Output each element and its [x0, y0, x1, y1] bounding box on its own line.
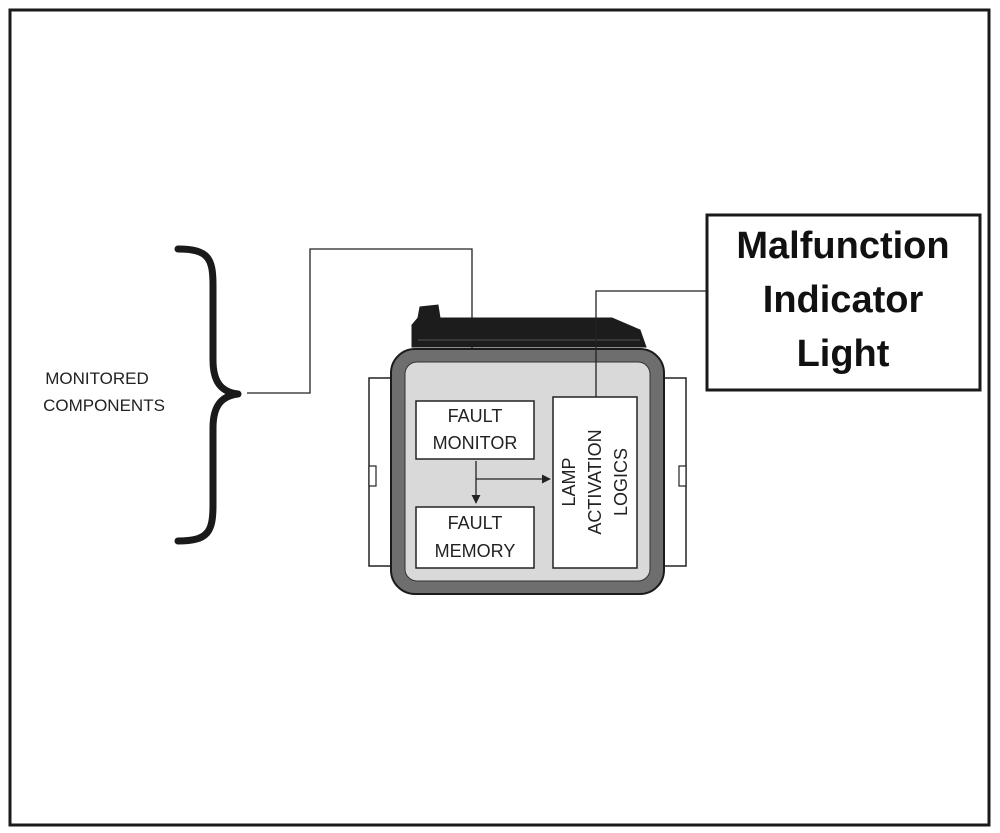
monitored-label-line2: COMPONENTS [43, 396, 165, 415]
lamp-logics-line1: LAMP [559, 457, 579, 506]
indicator-line3: Light [797, 333, 890, 375]
fault-monitor-line1: FAULT [448, 406, 503, 426]
indicator-line1: Malfunction [736, 225, 949, 267]
lamp-logics-line3: LOGICS [611, 448, 631, 516]
indicator-box [705, 213, 982, 392]
fault-memory-line1: FAULT [448, 513, 503, 533]
fault-memory-line2: MEMORY [435, 541, 516, 561]
fault-memory-box [415, 506, 535, 569]
indicator-line2: Indicator [763, 279, 924, 321]
module-right-tab-notch [678, 465, 687, 487]
lamp-logics-box [552, 396, 638, 569]
curly-brace [174, 245, 242, 545]
lamp-to-indicator-line [595, 290, 708, 397]
monitored-label-line1: MONITORED [45, 369, 149, 388]
input-connector-line [247, 248, 477, 394]
fault-monitor-box [415, 400, 535, 460]
module-connector-top [411, 304, 647, 348]
fault-monitor-line2: MONITOR [433, 433, 518, 453]
module-left-tab-notch [368, 465, 377, 487]
lamp-logics-line2: ACTIVATION [585, 429, 605, 534]
